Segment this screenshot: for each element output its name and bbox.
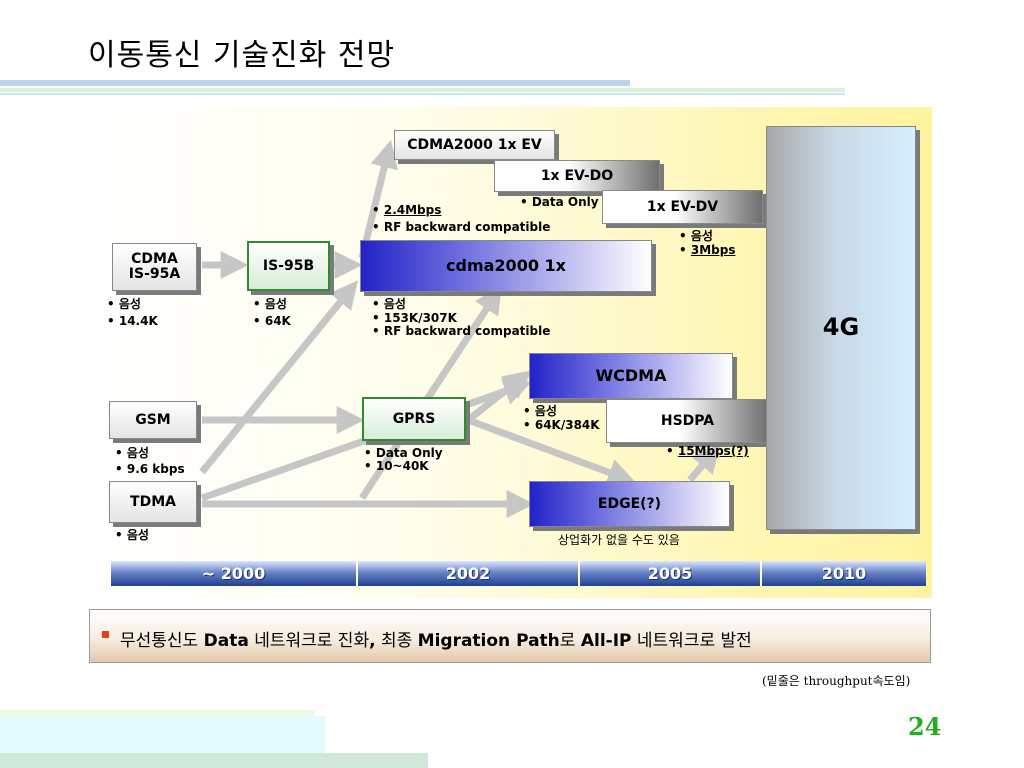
note-cdma2000-rate: • 153K/307K <box>372 311 457 325</box>
timeline-2002: 2002 <box>358 561 580 586</box>
summary-bold-migration: Migration Path <box>417 631 560 651</box>
note-evdo-data: • Data Only <box>520 195 599 209</box>
box-gprs: GPRS <box>362 397 466 441</box>
summary-part-1: 무선통신도 <box>120 631 204 651</box>
arrow-edge-to-hsdpa <box>687 444 721 483</box>
summary-bold-allip: All-IP <box>580 631 632 651</box>
box-edge: EDGE(?) <box>529 481 730 527</box>
footer-deco-band <box>0 753 428 768</box>
summary-banner <box>89 609 931 663</box>
title-underline-cyan <box>0 93 845 95</box>
arrow-tdma-to-wcdma <box>200 377 532 502</box>
note-ev-rate: • 2.4Mbps <box>372 203 441 217</box>
title-underline-green <box>0 88 845 92</box>
box-4g: 4G <box>766 126 916 530</box>
box-is95b: IS-95B <box>247 241 330 291</box>
note-ev-rate-bullet: • <box>372 203 384 217</box>
box-gsm: GSM <box>109 401 197 439</box>
box-1x-ev-do: 1x EV-DO <box>494 160 660 192</box>
note-is95b-rate: • 64K <box>253 314 291 328</box>
note-tdma-voice: • 음성 <box>115 528 149 542</box>
square-bullet-icon <box>102 631 109 638</box>
arrow-gsm-to-cdma2000 <box>199 280 358 475</box>
note-hsdpa-rate-bullet: • <box>666 444 678 458</box>
note-evdv-rate: • 3Mbps <box>679 243 735 257</box>
note-gprs-data: • Data Only <box>364 446 443 460</box>
box-tdma: TDMA <box>109 481 197 523</box>
note-hsdpa-rate: • 15Mbps(?) <box>666 444 749 458</box>
footer-deco-cyan <box>0 716 325 754</box>
note-evdv-rate-value: 3Mbps <box>690 243 736 257</box>
box-1x-ev-dv: 1x EV-DV <box>602 190 763 224</box>
footnote: (밑줄은 throughput속도임) <box>762 674 911 688</box>
note-evdv-voice: • 음성 <box>679 229 713 243</box>
note-edge: 상업화가 없을 수도 있음 <box>558 533 680 547</box>
note-cdma2000-voice: • 음성 <box>372 297 406 311</box>
note-ev-rate-value: 2.4Mbps <box>383 203 442 217</box>
box-wcdma: WCDMA <box>529 353 733 399</box>
note-ev-rf: • RF backward compatible <box>372 220 551 234</box>
note-hsdpa-rate-value: 15Mbps(?) <box>677 444 749 458</box>
note-is95b-voice: • 음성 <box>253 297 287 311</box>
box-cdma2000-1x: cdma2000 1x <box>360 240 652 292</box>
box-cdma-is95a: CDMA IS-95A <box>112 243 197 291</box>
note-evdv-rate-bullet: • <box>679 243 691 257</box>
box-hsdpa: HSDPA <box>606 399 769 443</box>
note-gprs-rate: • 10~40K <box>364 459 429 473</box>
note-gsm-voice: • 음성 <box>115 446 149 460</box>
summary-bold-data: Data <box>203 631 249 651</box>
timeline-bar: ~ 2000 2002 2005 2010 <box>111 561 926 586</box>
note-gsm-rate: • 9.6 kbps <box>115 462 185 476</box>
summary-part-3: 최종 <box>375 631 418 651</box>
timeline-2010: 2010 <box>762 561 926 586</box>
page-number: 24 <box>908 712 942 741</box>
note-wcdma-rate: • 64K/384K <box>523 418 600 432</box>
note-wcdma-voice: • 음성 <box>523 404 557 418</box>
arrow-gprs-to-edge <box>466 416 636 486</box>
summary-part-5: 네트워크로 발전 <box>631 631 752 651</box>
note-cdma-voice: • 음성 <box>107 297 141 311</box>
summary-bold-comma: , <box>369 631 376 651</box>
note-cdma-rate: • 14.4K <box>107 314 158 328</box>
note-cdma2000-rf: • RF backward compatible <box>372 324 551 338</box>
title-underline-blue <box>0 80 630 86</box>
timeline-2005: 2005 <box>580 561 762 586</box>
summary-text: 무선통신도 Data 네트워크로 진화, 최종 Migration Path로 … <box>120 626 752 651</box>
box-cdma2000-1x-ev: CDMA2000 1x EV <box>394 130 555 160</box>
summary-part-2: 네트워크로 진화 <box>248 631 370 651</box>
summary-part-4: 로 <box>559 631 581 651</box>
timeline-2000: ~ 2000 <box>111 561 358 586</box>
page-title: 이동통신 기술진화 전망 <box>88 38 396 73</box>
